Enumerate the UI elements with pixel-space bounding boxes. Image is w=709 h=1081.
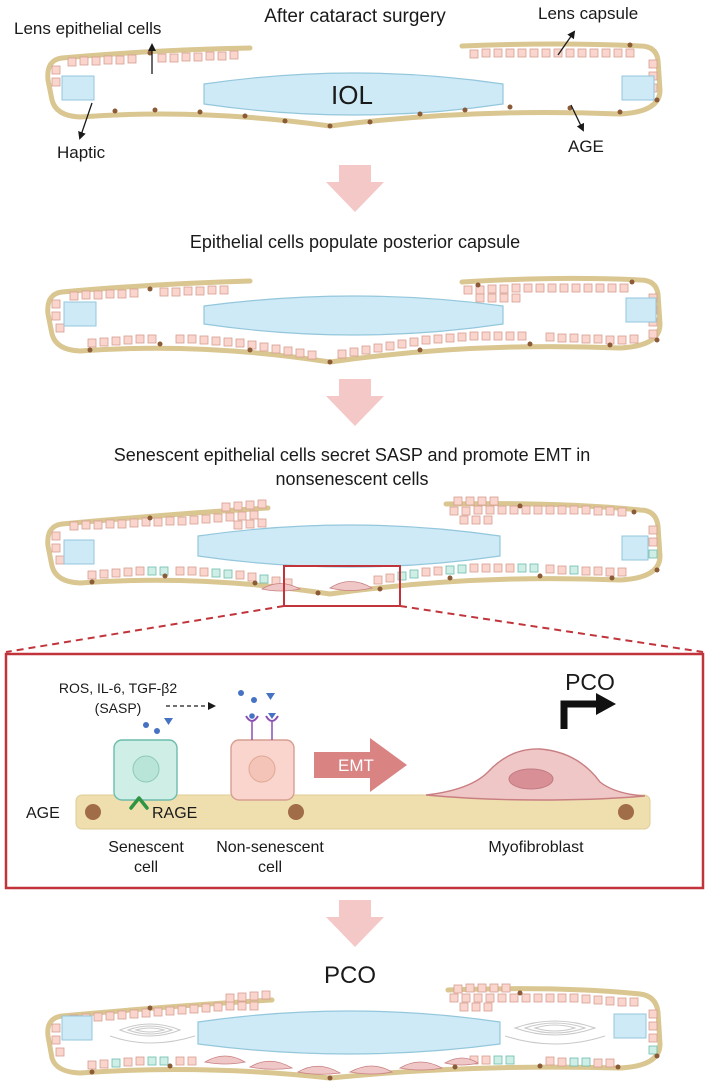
haptic-arrow [78, 102, 93, 140]
non-senescent-cell-label-line2: cell [258, 859, 282, 876]
emt-label: EMT [338, 756, 374, 775]
stage-3: Senescent epithelial cells secret SASP a… [5, 445, 704, 653]
zoom-region-box [283, 565, 401, 607]
haptic-left [63, 539, 95, 565]
age-dots [112, 42, 660, 129]
sasp-molecules [143, 690, 275, 734]
myofibroblasts-row [203, 1055, 480, 1075]
stage-4: PCO [45, 962, 663, 1081]
senescent-cell-label-line1: Senescent [108, 839, 184, 856]
non-senescent-cell-label-line1: Non-senescent [216, 839, 324, 856]
pco-bent-arrow [560, 700, 598, 729]
iol-lens [197, 524, 501, 568]
stage-3-title-line1: Senescent epithelial cells secret SASP a… [114, 445, 591, 465]
emt-arrow [314, 738, 407, 792]
age-label: AGE [568, 137, 604, 156]
epithelial-cells-row [51, 496, 658, 588]
lens-epithelial-cells-label: Lens epithelial cells [14, 19, 161, 38]
non-senescent-cell-nucleus [248, 755, 276, 783]
haptic-right [625, 297, 657, 323]
receptor-icon [245, 713, 279, 740]
capsule-membrane [75, 794, 651, 830]
lens-capsule-arrow [557, 30, 576, 56]
age-arrow [570, 104, 585, 132]
stage-4-title: PCO [324, 962, 376, 989]
senescent-cells-row [147, 549, 658, 584]
sasp-label-line2: (SASP) [95, 700, 142, 716]
age-dots [89, 990, 660, 1081]
sasp-label-line1: ROS, IL-6, TGF-β2 [59, 680, 177, 696]
capsule-wrinkles [109, 1020, 606, 1045]
iol-lens [203, 72, 504, 116]
haptic-label: Haptic [57, 143, 106, 162]
age-label: AGE [26, 805, 60, 822]
age-dots [89, 503, 660, 596]
age-dot [85, 804, 101, 820]
mechanism-inset: ROS, IL-6, TGF-β2 (SASP) AGE RAGE [4, 652, 705, 890]
flow-arrow-1 [326, 165, 384, 212]
zoom-guide-right [399, 605, 704, 653]
age-dot [618, 804, 634, 820]
senescent-cell-nucleus [132, 755, 160, 783]
rage-label: RAGE [152, 805, 197, 822]
myofibroblasts-row [260, 581, 374, 592]
stage-1: After cataract surgery Lens epithelial c… [14, 4, 663, 162]
iol-label: IOL [331, 80, 373, 110]
senescent-cell-label-line2: cell [134, 859, 158, 876]
epithelial-cells-row [51, 983, 658, 1070]
haptic-right [621, 75, 655, 101]
haptic-left [63, 301, 97, 327]
myofibroblast-nucleus [508, 768, 554, 790]
capsule-bag-1: IOL [45, 41, 663, 129]
age-dots [87, 279, 660, 365]
flow-arrow-2 [326, 379, 384, 426]
pco-arrowhead [596, 693, 616, 715]
haptic-right [621, 535, 649, 561]
stage-2-title: Epithelial cells populate posterior caps… [190, 232, 520, 252]
age-dot [288, 804, 304, 820]
anterior-capsule-right [459, 41, 643, 49]
flow-arrow-3 [326, 900, 384, 947]
rage-receptor [129, 796, 149, 810]
iol-lens [203, 295, 504, 336]
capsule-outline-3 [45, 501, 663, 597]
stage-2: Epithelial cells populate posterior caps… [45, 232, 663, 365]
zoom-guide-left [5, 605, 285, 653]
myofibroblast-label: Myofibroblast [488, 839, 584, 856]
anterior-capsule-left [59, 45, 253, 61]
iol-lens [197, 1010, 501, 1055]
haptic-left [61, 75, 95, 101]
pco-label: PCO [565, 669, 615, 695]
stage-3-title-line2: nonsenescent cells [275, 469, 428, 489]
haptic-right [613, 1013, 647, 1039]
haptic-left [61, 1015, 93, 1041]
lens-capsule-label: Lens capsule [538, 4, 638, 23]
stage-1-title: After cataract surgery [264, 6, 446, 27]
senescent-cells-row [111, 1045, 658, 1068]
